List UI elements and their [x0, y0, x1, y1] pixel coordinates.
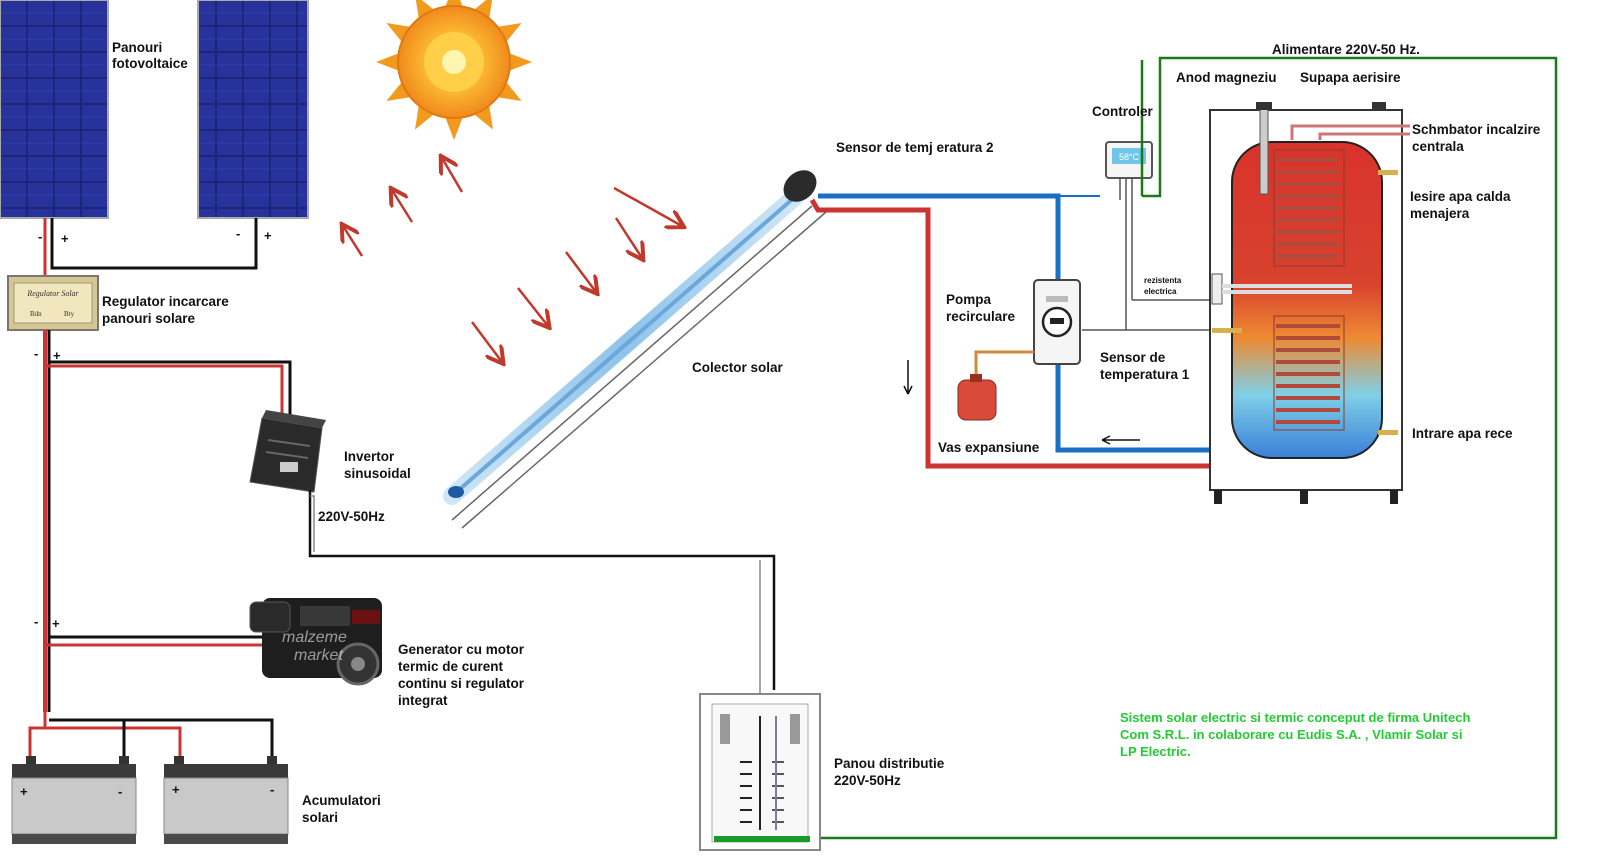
anode-label: Anod magneziu: [1176, 70, 1277, 85]
batteries-label-1: Acumulatori: [302, 793, 381, 808]
inverter-label-2: sinusoidal: [344, 466, 411, 481]
solar-collector: [443, 170, 827, 529]
pv-panels-label-2: fotovoltaice: [112, 56, 188, 71]
temp-sensor-1-label-1: Sensor de: [1100, 350, 1166, 365]
distribution-panel-label-1: Panou distributie: [834, 756, 945, 771]
inverter-output-label: 220V-50Hz: [318, 509, 385, 524]
pv-panels-label-1: Panouri: [112, 40, 162, 55]
expansion-vessel: [957, 350, 1034, 421]
bus-plus: +: [53, 348, 61, 363]
hot-water-label-2: menajera: [1410, 206, 1470, 221]
generator-label-2: termic de curent: [398, 659, 504, 674]
boiler-tank: [1209, 102, 1410, 504]
distribution-panel-label-2: 220V-50Hz: [834, 773, 901, 788]
regulator-plate-left: Bdn: [30, 310, 42, 318]
generator-label-3: continu si regulator: [398, 676, 525, 691]
sun-rays: [343, 158, 682, 362]
battery-left-minus: -: [118, 784, 122, 799]
power-supply-label: Alimentare 220V-50 Hz.: [1272, 42, 1420, 57]
credits-note-line-1: Sistem solar electric si termic conceput…: [1120, 710, 1470, 725]
battery-left-plus: +: [20, 784, 28, 799]
controller-display: 58°C: [1119, 152, 1140, 162]
pv-panel-right: [197, 0, 309, 219]
watermark-2: market: [294, 647, 343, 664]
panel-left-plus: +: [61, 231, 69, 246]
batteries-label-2: solari: [302, 810, 338, 825]
controller-label: Controler: [1092, 104, 1153, 119]
panel-left-minus: -: [38, 229, 42, 244]
panel-wiring: - + - +: [38, 218, 272, 276]
heat-exchanger-label-2: centrala: [1412, 139, 1464, 154]
distribution-panel: [699, 693, 821, 851]
battery-right-plus: +: [172, 782, 180, 797]
solar-collector-label: Colector solar: [692, 360, 784, 375]
ac-line: [308, 490, 776, 690]
cold-water-label: Intrare apa rece: [1412, 426, 1513, 441]
generator: malzeme market: [249, 598, 382, 686]
resistance-label-1: rezistenta: [1144, 276, 1182, 285]
regulator-plate-right: Bty: [64, 310, 75, 318]
bus-minus: -: [34, 346, 38, 361]
pipes: [809, 193, 1214, 469]
panel-right-minus: -: [236, 226, 240, 241]
credits-note-line-2: Com S.R.L. in colaborare cu Eudis S.A. ,…: [1120, 727, 1462, 742]
hot-water-label-1: Iesire apa calda: [1410, 189, 1511, 204]
gen-plus: +: [52, 616, 60, 631]
temp-sensor-2-label: Sensor de temj eratura 2: [836, 140, 994, 155]
regulator-plate-title: Regulator Solar: [26, 289, 79, 298]
inverter: [249, 410, 326, 493]
pump-label-2: recirculare: [946, 309, 1016, 324]
battery-right-minus: -: [270, 782, 274, 797]
temp-sensor-1-label-2: temperatura 1: [1100, 367, 1190, 382]
charge-regulator: Regulator Solar Bdn Bty: [7, 275, 99, 331]
air-valve-label: Supapa aerisire: [1300, 70, 1401, 85]
watermark-1: malzeme: [282, 629, 347, 646]
generator-label-4: integrat: [398, 693, 448, 708]
charge-regulator-label-1: Regulator incarcare: [102, 294, 229, 309]
battery-left: + -: [11, 756, 137, 844]
recirculation-pump: [1033, 279, 1081, 365]
expansion-vessel-label: Vas expansiune: [938, 440, 1040, 455]
gen-minus: -: [34, 614, 38, 629]
resistance-label-2: electrica: [1144, 287, 1177, 296]
heat-exchanger-label-1: Schmbator incalzire: [1412, 122, 1541, 137]
dc-bus-wiring: - + - +: [28, 330, 292, 760]
controller: 58°C: [1082, 60, 1232, 331]
pv-panel-left: [0, 0, 109, 219]
battery-right: + -: [163, 756, 289, 844]
credits-note-line-3: LP Electric.: [1120, 744, 1191, 759]
panel-right-plus: +: [264, 228, 272, 243]
pump-label-1: Pompa: [946, 292, 992, 307]
power-supply-wire: [810, 56, 1558, 840]
inverter-label-1: Invertor: [344, 449, 395, 464]
generator-label-1: Generator cu motor: [398, 642, 525, 657]
charge-regulator-label-2: panouri solare: [102, 311, 196, 326]
sun: [376, 0, 532, 140]
